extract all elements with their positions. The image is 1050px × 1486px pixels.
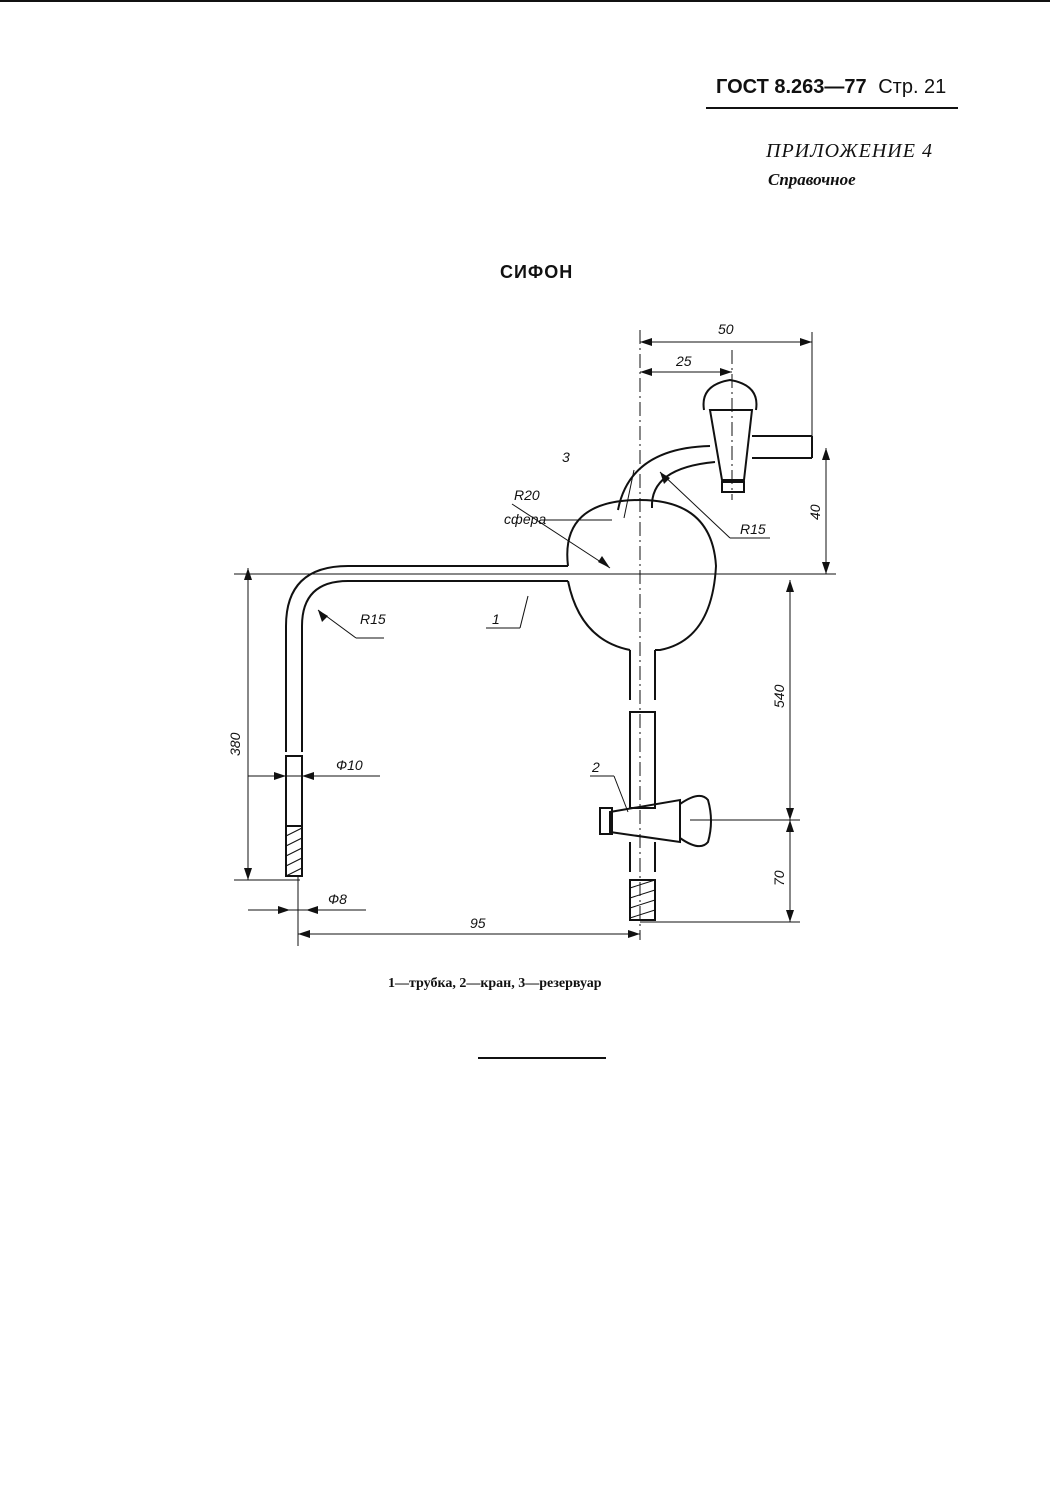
- center-lines: [639, 330, 733, 940]
- page-header: ГОСТ 8.263—77 Стр. 21: [716, 76, 946, 99]
- header-rule: [706, 107, 958, 109]
- callout-3: 3: [562, 449, 570, 465]
- hatching: [285, 827, 656, 919]
- dim-phi10: Ф10: [336, 757, 363, 773]
- document-id: ГОСТ 8.263—77: [716, 76, 867, 98]
- top-rule: [0, 0, 1050, 2]
- callout-1: 1: [492, 611, 500, 627]
- callout-2: 2: [591, 759, 600, 775]
- dim-380: 380: [227, 732, 243, 756]
- dim-95: 95: [470, 915, 486, 931]
- arrowheads: [244, 338, 830, 938]
- drawing-title: СИФОН: [500, 262, 574, 282]
- dim-phi8: Ф8: [328, 891, 347, 907]
- dim-r15-bend: R15: [360, 611, 386, 627]
- dim-25: 25: [675, 353, 692, 369]
- dim-50: 50: [718, 321, 734, 337]
- appendix-title: ПРИЛОЖЕНИЕ 4: [766, 140, 933, 162]
- dim-40: 40: [807, 504, 823, 520]
- label-sphere: сфера: [504, 511, 546, 527]
- figure-caption: 1—трубка, 2—кран, 3—резервуар: [388, 976, 602, 991]
- dim-r20: R20: [514, 487, 540, 503]
- end-rule: [478, 1057, 606, 1059]
- dim-70: 70: [771, 870, 787, 886]
- siphon-outline: [285, 378, 813, 921]
- page-number: Стр. 21: [878, 76, 947, 98]
- appendix-subtitle: Справочное: [768, 170, 856, 189]
- dim-540: 540: [771, 684, 787, 708]
- dimension-lines: [234, 332, 836, 946]
- dim-r15-tap: R15: [740, 521, 766, 537]
